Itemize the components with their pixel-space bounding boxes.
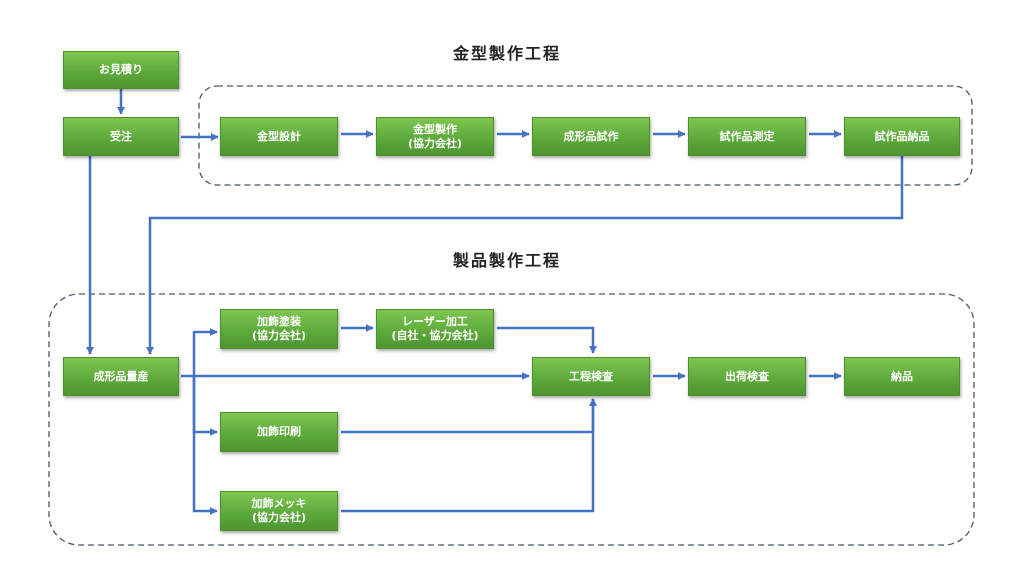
mass-production-node: 成形品量産 <box>63 357 179 396</box>
mold-process-title: 金型製作工程 <box>453 44 562 63</box>
mold-making-node: 金型製作 (協力会社) <box>376 117 494 156</box>
product-process-title: 製品製作工程 <box>453 251 562 270</box>
arrow-trial-delivery-mass <box>145 156 904 355</box>
order-label: 受注 <box>110 129 132 143</box>
arrow-mass-paint <box>192 327 218 376</box>
trial-molding-label: 成形品試作 <box>563 129 619 143</box>
estimate-label: お見積り <box>99 63 143 76</box>
mold-design-label: 金型設計 <box>257 129 301 143</box>
trial-measure-node: 試作品測定 <box>688 117 806 156</box>
trial-delivery-label: 試作品納品 <box>874 129 930 143</box>
mold-design-node: 金型設計 <box>220 117 338 156</box>
mold-making-label: 金型製作 <box>413 122 457 136</box>
print-node: 加飾印刷 <box>220 412 338 452</box>
shipping-inspection-label: 出荷検査 <box>725 369 769 383</box>
product-process-group <box>48 293 975 546</box>
process-inspection-label: 工程検査 <box>569 369 613 383</box>
shipping-inspection-node: 出荷検査 <box>688 357 806 396</box>
plating-label: 加飾メッキ <box>251 497 307 510</box>
print-label: 加飾印刷 <box>257 425 301 438</box>
order-node: 受注 <box>63 117 179 156</box>
arrow-print-inspection <box>341 398 598 434</box>
paint-sublabel: (協力会社) <box>251 329 307 342</box>
mold-making-sublabel: (協力会社) <box>407 136 463 150</box>
trial-delivery-node: 試作品納品 <box>844 117 960 156</box>
process-inspection-node: 工程検査 <box>532 357 650 396</box>
trial-measure-label: 試作品測定 <box>719 129 775 143</box>
arrow-mass-print <box>192 376 218 437</box>
paint-label: 加飾塗装 <box>257 315 301 328</box>
laser-node: レーザー加工 (自社・協力会社) <box>376 309 494 349</box>
plating-sublabel: (協力会社) <box>251 511 307 524</box>
delivery-node: 納品 <box>844 357 960 396</box>
plating-node: 加飾メッキ (協力会社) <box>220 491 338 531</box>
trial-molding-node: 成形品試作 <box>532 117 650 156</box>
estimate-node: お見積り <box>63 51 179 89</box>
arrow-mass-plating <box>192 376 218 516</box>
delivery-label: 納品 <box>891 369 913 383</box>
paint-node: 加飾塗装 (協力会社) <box>220 309 338 349</box>
mass-production-label: 成形品量産 <box>93 369 149 383</box>
arrow-plating-inspection <box>341 398 598 513</box>
laser-label: レーザー加工 <box>402 315 468 328</box>
mold-process-group <box>198 85 973 186</box>
laser-sublabel: (自社・協力会社) <box>391 329 479 342</box>
arrow-laser-inspection <box>497 326 598 354</box>
